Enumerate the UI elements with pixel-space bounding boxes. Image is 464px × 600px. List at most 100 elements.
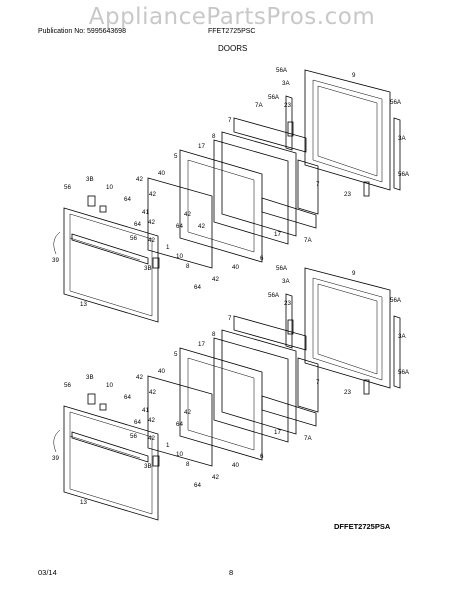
callout: 13 — [80, 499, 87, 506]
callout: 56A — [398, 171, 410, 178]
callout: 7 — [228, 117, 232, 124]
publication-number: Publication No: 5995643698 — [38, 28, 126, 35]
callout: 42 — [136, 176, 143, 183]
upper-bracket-3B-b — [152, 257, 160, 269]
callout: 23 — [344, 191, 351, 198]
callout: 42 — [148, 219, 155, 226]
callout: 42 — [212, 474, 219, 481]
callout: 40 — [232, 462, 239, 469]
callout: 64 — [194, 284, 201, 291]
lower-rail-right — [393, 315, 401, 389]
callout: 56A — [390, 297, 402, 304]
callout: 5 — [174, 351, 178, 358]
callout: 40 — [158, 170, 165, 177]
callout: 64 — [176, 223, 183, 230]
page-number: 8 — [229, 568, 234, 577]
upper-bracket-10 — [99, 205, 107, 213]
lower-gasket-strip — [233, 315, 307, 351]
callout: 42 — [148, 435, 155, 442]
lower-callouts: 56A 9 3A 56A 23 56A 7 3A 8 17 5 56A 7 23… — [52, 265, 410, 506]
lower-inner-door-liner — [304, 267, 391, 389]
callout: 9 — [352, 270, 356, 277]
upper-rail-left — [285, 95, 293, 151]
callout: 3B — [144, 463, 152, 470]
upper-glass-pane-b — [213, 139, 289, 245]
upper-rail-right — [393, 117, 401, 191]
lower-hinge-23b — [363, 379, 370, 395]
callout: 42 — [136, 374, 143, 381]
lower-bracket-10 — [99, 403, 107, 411]
callout: 7 — [228, 315, 232, 322]
callout: 7 — [316, 379, 320, 386]
callout: 56 — [130, 433, 137, 440]
callout: 41 — [142, 209, 149, 216]
callout: 8 — [212, 133, 216, 140]
callout: 7A — [304, 237, 312, 244]
callout: 3A — [282, 278, 290, 285]
upper-callouts: 56A 9 3A 56A 7A 23 56A 7 3A 8 17 5 56A 7… — [52, 67, 410, 308]
callout: 3A — [398, 333, 406, 340]
callout: 7 — [316, 181, 320, 188]
lower-glass-pane-b — [213, 337, 289, 443]
upper-door-assembly — [53, 69, 401, 323]
lower-hinge-23a — [287, 319, 294, 335]
drawing-code: DFFET2725PSA — [334, 522, 391, 531]
callout: 39 — [52, 257, 59, 264]
callout: 64 — [134, 419, 141, 426]
callout: 9 — [352, 72, 356, 79]
callout: 56 — [64, 184, 71, 191]
lower-front-glass — [147, 375, 213, 467]
revision-date: 03/14 — [38, 568, 57, 577]
lower-glass-pane-a — [221, 329, 297, 435]
callout: 3A — [398, 135, 406, 142]
lower-door-assembly — [53, 267, 401, 521]
callout: 56A — [398, 369, 410, 376]
callout: 64 — [134, 221, 141, 228]
callout: 8 — [212, 331, 216, 338]
callout: 40 — [232, 264, 239, 271]
upper-glass-pane-a — [221, 131, 297, 237]
callout: 8 — [186, 461, 190, 468]
callout: 42 — [212, 276, 219, 283]
upper-hinge-23b — [363, 181, 370, 197]
callout: 40 — [158, 368, 165, 375]
callout: 17 — [274, 429, 281, 436]
upper-bracket-3B — [87, 195, 96, 207]
callout: 3B — [86, 176, 94, 183]
callout: 8 — [186, 263, 190, 270]
callout: 42 — [148, 417, 155, 424]
callout: 1 — [166, 442, 170, 449]
upper-front-glass — [147, 177, 213, 269]
callout: 42 — [149, 191, 156, 198]
callout: 64 — [194, 482, 201, 489]
upper-outer-door-panel — [53, 207, 159, 323]
lower-outer-door-panel — [53, 405, 159, 521]
callout: 64 — [176, 421, 183, 428]
callout: 10 — [176, 451, 183, 458]
callout: 56A — [276, 265, 288, 272]
upper-gasket-strip — [233, 117, 307, 153]
upper-inner-door-liner — [304, 69, 391, 191]
callout: 42 — [184, 409, 191, 416]
upper-insulation — [297, 159, 319, 215]
callout: 3B — [86, 374, 94, 381]
callout: 42 — [148, 237, 155, 244]
callout: 56 — [64, 382, 71, 389]
callout: 5 — [174, 153, 178, 160]
lower-gasket-strip-b — [261, 395, 317, 427]
callout: 7A — [255, 102, 263, 109]
upper-gasket-strip-b — [261, 197, 317, 229]
callout: 39 — [52, 455, 59, 462]
callout: 23 — [344, 389, 351, 396]
callout: 23 — [284, 102, 291, 109]
callout: 42 — [198, 223, 205, 230]
lower-rail-left — [285, 293, 293, 349]
lower-bracket-3B-b — [152, 455, 160, 467]
callout: 41 — [142, 407, 149, 414]
callout: 6 — [260, 255, 264, 262]
upper-inner-frame — [179, 149, 263, 263]
callout: 56A — [276, 67, 288, 74]
callout: 3B — [144, 265, 152, 272]
callout: 17 — [198, 341, 205, 348]
